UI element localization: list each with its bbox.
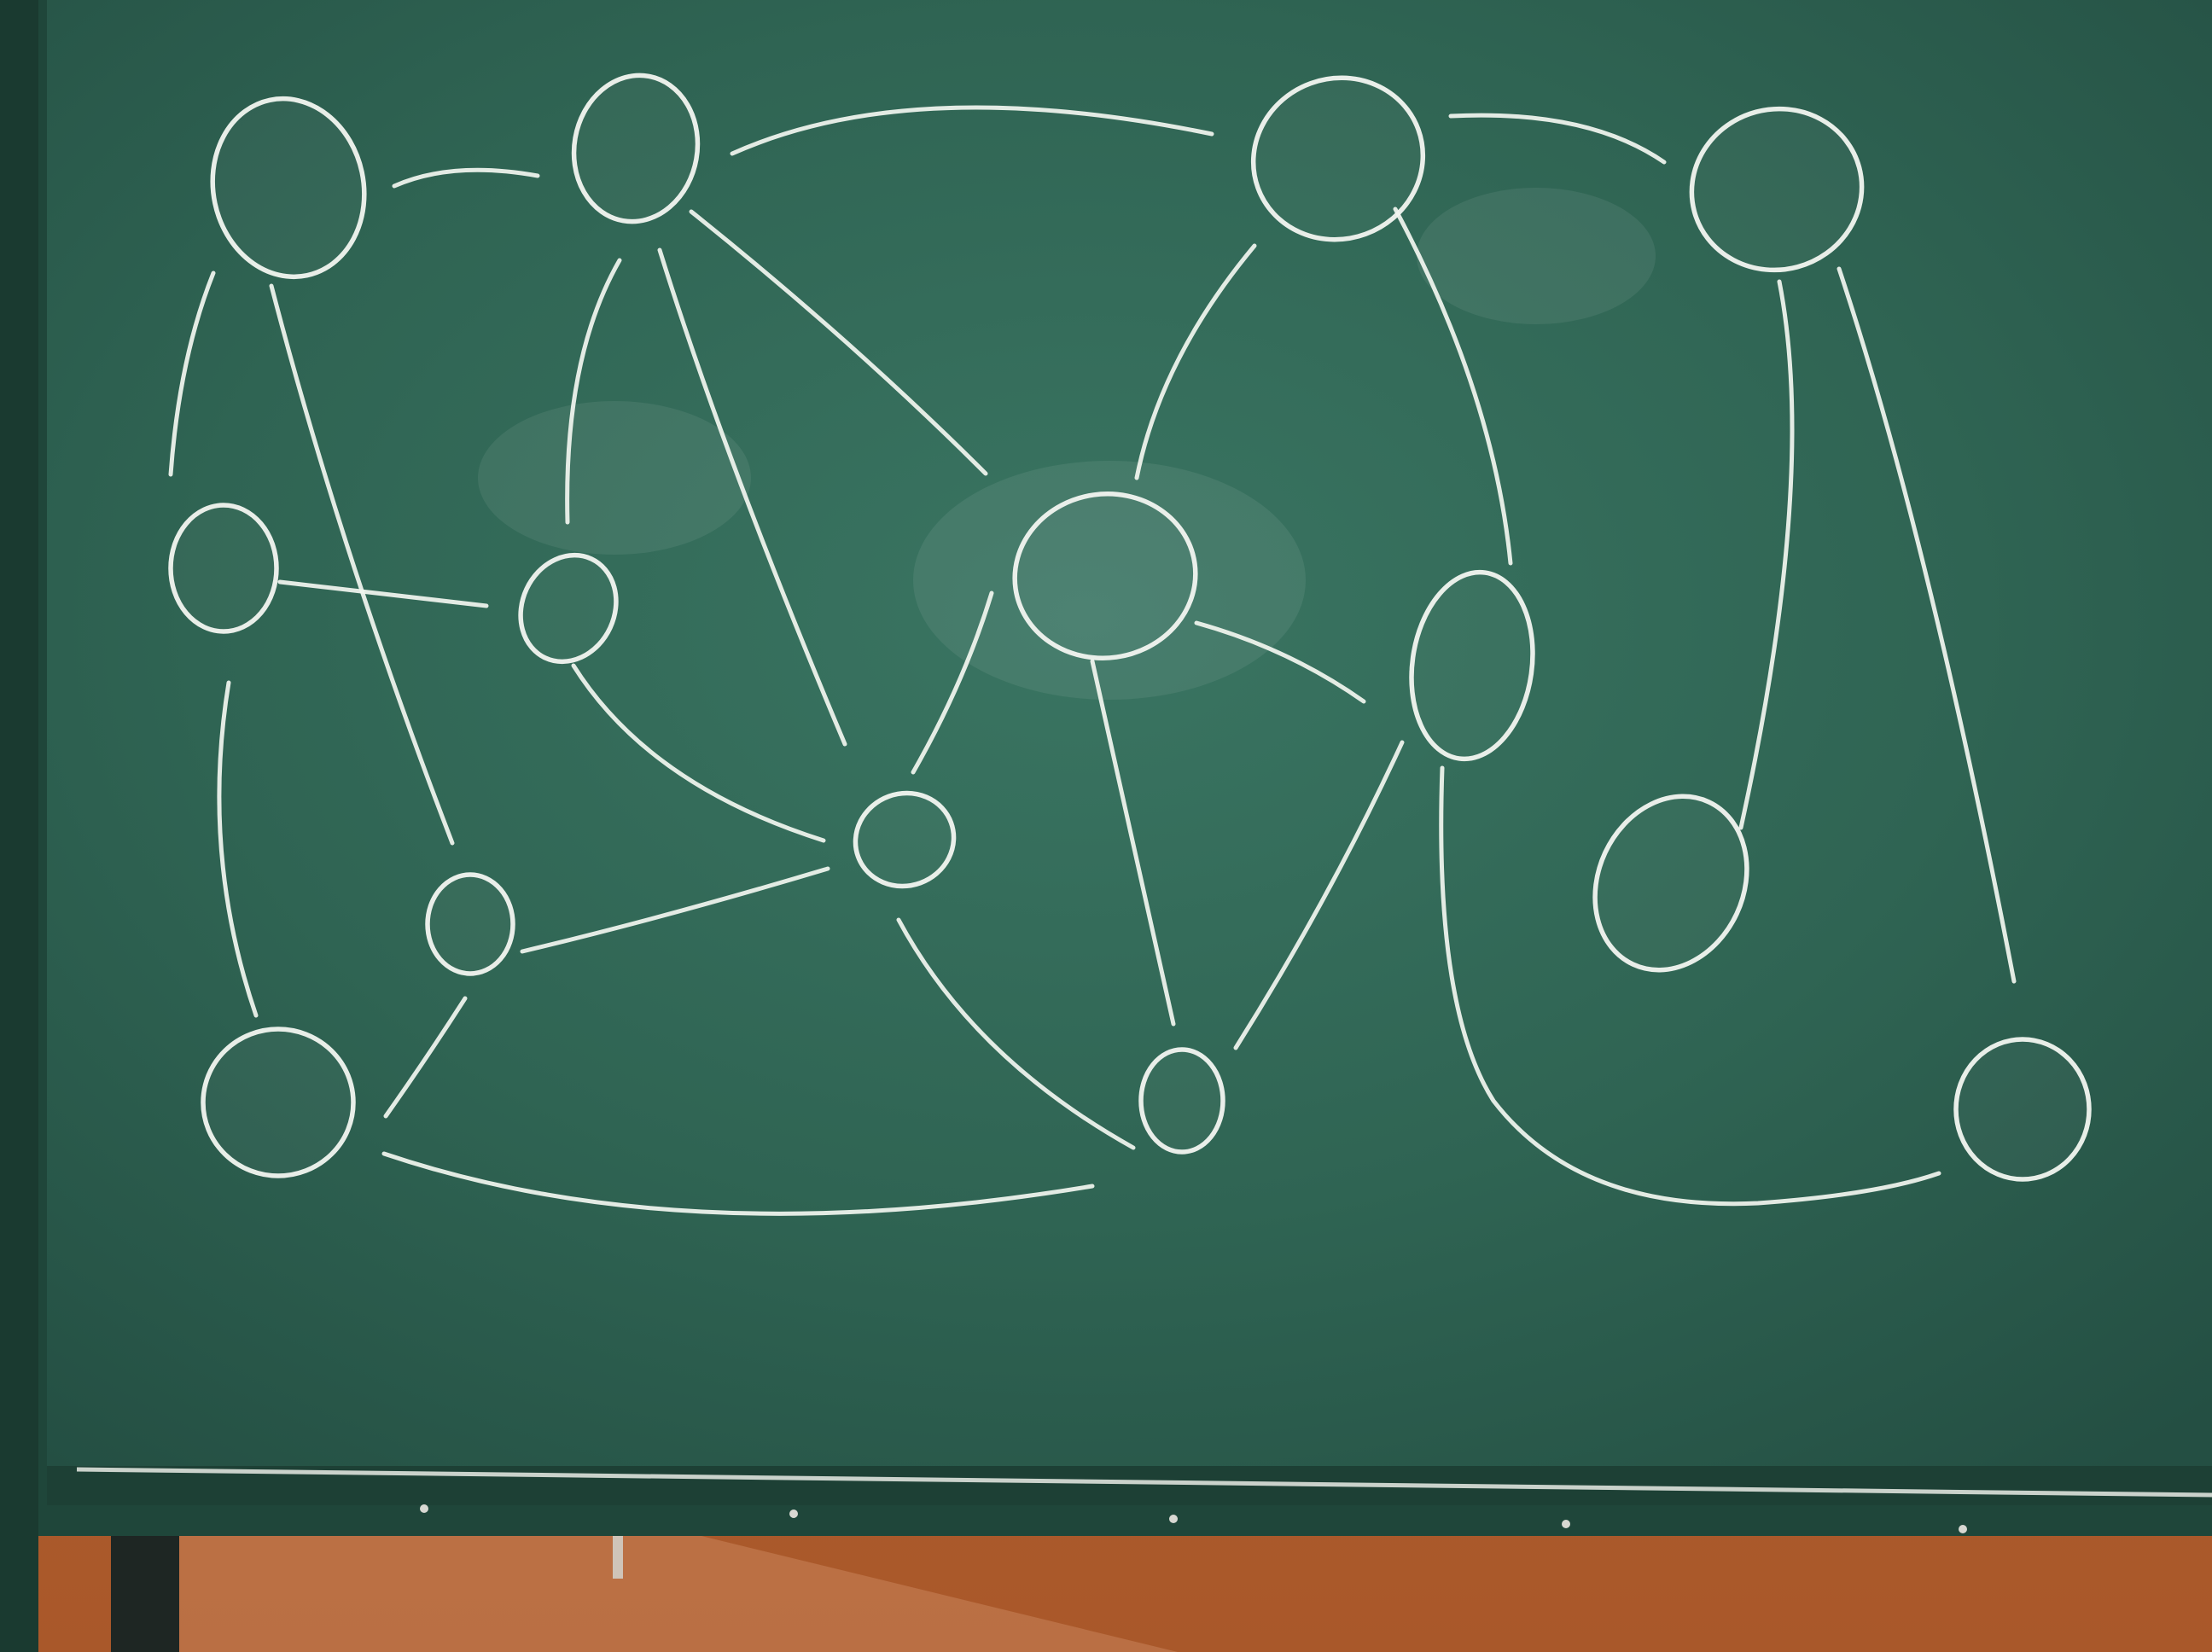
edge <box>689 209 988 476</box>
graph-node <box>425 872 515 976</box>
graph-node <box>168 503 279 634</box>
graph-node <box>1409 569 1535 762</box>
graph-node <box>1689 106 1865 273</box>
graph-node <box>1012 492 1198 660</box>
edge <box>1837 266 2017 984</box>
board-surface <box>47 0 2212 1466</box>
edge <box>269 283 455 846</box>
edge <box>657 247 847 747</box>
edge <box>1439 765 1941 1207</box>
edge <box>571 663 826 843</box>
graph-node <box>518 552 619 665</box>
chalk-smudges <box>478 188 1656 700</box>
graph-node <box>210 96 367 280</box>
edge <box>1134 243 1257 480</box>
graph-node <box>853 790 957 889</box>
edge <box>1090 659 1176 1027</box>
edge <box>381 1151 1095 1216</box>
edge <box>1738 279 1795 830</box>
tray-screws <box>420 1504 1967 1533</box>
edge <box>277 579 489 608</box>
edge <box>520 866 830 954</box>
edge <box>911 590 994 775</box>
edge <box>383 996 468 1119</box>
board-frame-left <box>0 0 38 1652</box>
edge <box>730 105 1214 156</box>
edge <box>1194 620 1366 704</box>
edge <box>217 680 259 1018</box>
edge <box>896 917 1136 1150</box>
graph-node <box>1592 794 1749 973</box>
edge <box>1393 206 1513 566</box>
edge <box>168 270 216 477</box>
graph-node <box>1953 1037 2092 1182</box>
graph-node <box>1138 1047 1225 1155</box>
graph-node <box>201 1027 356 1178</box>
edge <box>1233 740 1405 1050</box>
graph-node <box>571 73 701 224</box>
edge <box>1448 113 1667 165</box>
graph-node <box>1250 75 1426 242</box>
desk-surface <box>162 1519 1178 1652</box>
graph-nodes <box>168 73 2092 1182</box>
edge <box>565 258 622 525</box>
tray-edge-highlight <box>76 1467 2212 1498</box>
graph-edges <box>168 105 2017 1216</box>
edge <box>392 167 540 189</box>
